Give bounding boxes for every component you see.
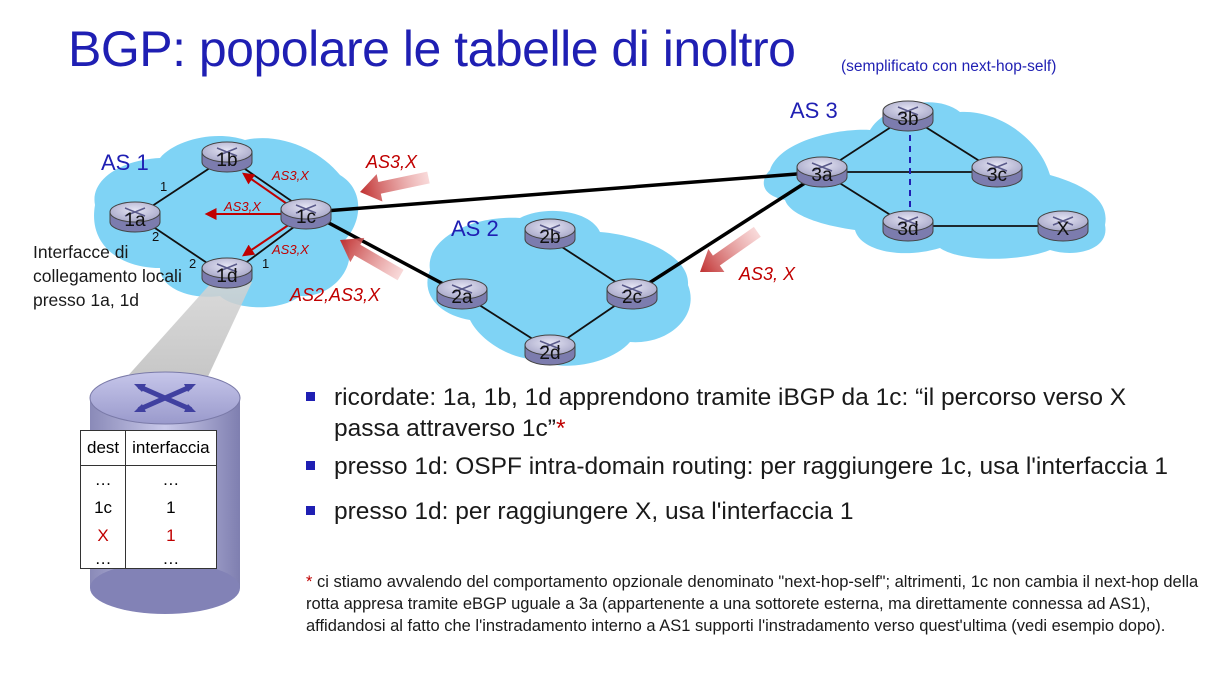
router-label: 3a <box>811 165 833 186</box>
route-label-to-1d: AS3,X <box>272 242 309 257</box>
footnote-star: * <box>555 415 566 442</box>
route-label-from-2a: AS2,AS3,X <box>290 285 381 305</box>
router-label: X <box>1057 219 1070 240</box>
router-x-icon: X <box>1037 210 1089 242</box>
arrow-as2as3x <box>340 237 404 281</box>
router-1d-icon: 1d <box>201 257 253 289</box>
bullet-text: ricordate: 1a, 1b, 1d apprendono tramite… <box>334 384 1127 442</box>
router-label: 1a <box>124 210 146 231</box>
router-label: 2c <box>622 287 642 308</box>
router-2d-icon: 2d <box>524 334 576 366</box>
arrow-as3x-right <box>700 226 761 272</box>
bullet-text: presso 1d: per raggiungere X, usa l'inte… <box>334 498 854 525</box>
table-header-interface: interfaccia <box>125 430 217 466</box>
router-label: 1b <box>216 150 237 171</box>
router-3d-icon: 3d <box>882 210 934 242</box>
router-1a-icon: 1a <box>109 201 161 233</box>
table-header-dest: dest <box>79 430 127 466</box>
interface-number-1b-side: 1 <box>160 179 168 194</box>
bullet-item: presso 1d: OSPF intra-domain routing: pe… <box>306 451 1186 482</box>
router-label: 2a <box>451 287 473 308</box>
bullet-square-icon <box>306 506 315 515</box>
bullet-text: presso 1d: OSPF intra-domain routing: pe… <box>334 453 1169 480</box>
arrow-as3x-top <box>360 171 430 202</box>
router-3a-icon: 3a <box>796 156 848 188</box>
router-label: 3d <box>897 219 918 240</box>
table-cell-dest: X <box>79 522 127 550</box>
as1-cloud <box>94 136 359 308</box>
router-label: 2d <box>539 343 560 364</box>
router-label: 3c <box>987 165 1007 186</box>
interface-caption: Interfacce di collegamento locali presso… <box>33 242 182 310</box>
table-cell-dest: … <box>79 550 127 569</box>
route-label-to-1a: AS3,X <box>224 199 261 214</box>
as3-cloud <box>763 102 1106 259</box>
bullet-item: presso 1d: per raggiungere X, usa l'inte… <box>306 496 1186 527</box>
bullet-square-icon <box>306 461 315 470</box>
router-3c-icon: 3c <box>971 156 1023 188</box>
table-cell-dest: 1c <box>79 494 127 522</box>
as3-label: AS 3 <box>790 98 838 123</box>
table-cell-interface: … <box>125 465 217 494</box>
interface-number-1a-side: 2 <box>152 229 160 244</box>
router-label: 1d <box>216 266 237 287</box>
table-cell-interface: … <box>125 550 217 569</box>
route-label-to-1b: AS3,X <box>272 168 309 183</box>
page-title: BGP: popolare le tabelle di inoltro <box>68 21 796 77</box>
as1-label: AS 1 <box>101 150 149 175</box>
router-2a-icon: 2a <box>436 278 488 310</box>
interface-number-1d-1: 1 <box>262 256 270 271</box>
footnote-text: ci stiamo avvalendo del comportamento op… <box>306 573 1199 635</box>
route-label-top: AS3,X <box>366 152 418 172</box>
route-label-right: AS3, X <box>739 264 796 284</box>
router-2c-icon: 2c <box>606 278 658 310</box>
table-cell-interface: 1 <box>125 494 217 522</box>
table-cell-interface: 1 <box>125 522 217 550</box>
router-2b-icon: 2b <box>524 218 576 250</box>
as2-label: AS 2 <box>451 216 499 241</box>
footnote-star: * <box>306 573 313 591</box>
router-3b-icon: 3b <box>882 100 934 132</box>
bullet-item: ricordate: 1a, 1b, 1d apprendono tramite… <box>306 382 1186 444</box>
bullet-list: ricordate: 1a, 1b, 1d apprendono tramite… <box>306 382 1186 534</box>
router-label: 2b <box>539 227 560 248</box>
table-cell-dest: … <box>79 465 127 494</box>
as2-cloud <box>427 210 691 366</box>
router-1b-icon: 1b <box>201 141 253 173</box>
page-subtitle: (semplificato con next-hop-self) <box>841 58 1057 75</box>
router-label: 1c <box>296 207 316 228</box>
forwarding-table: dest interfaccia … … 1c 1 X 1 … … <box>79 430 217 569</box>
bullet-square-icon <box>306 392 315 401</box>
footnote: * ci stiamo avvalendo del comportamento … <box>306 571 1201 637</box>
zoom-beam <box>108 282 252 398</box>
interface-number-1d-2: 2 <box>189 256 197 271</box>
router-1c-icon: 1c <box>280 198 332 230</box>
router-label: 3b <box>897 109 918 130</box>
